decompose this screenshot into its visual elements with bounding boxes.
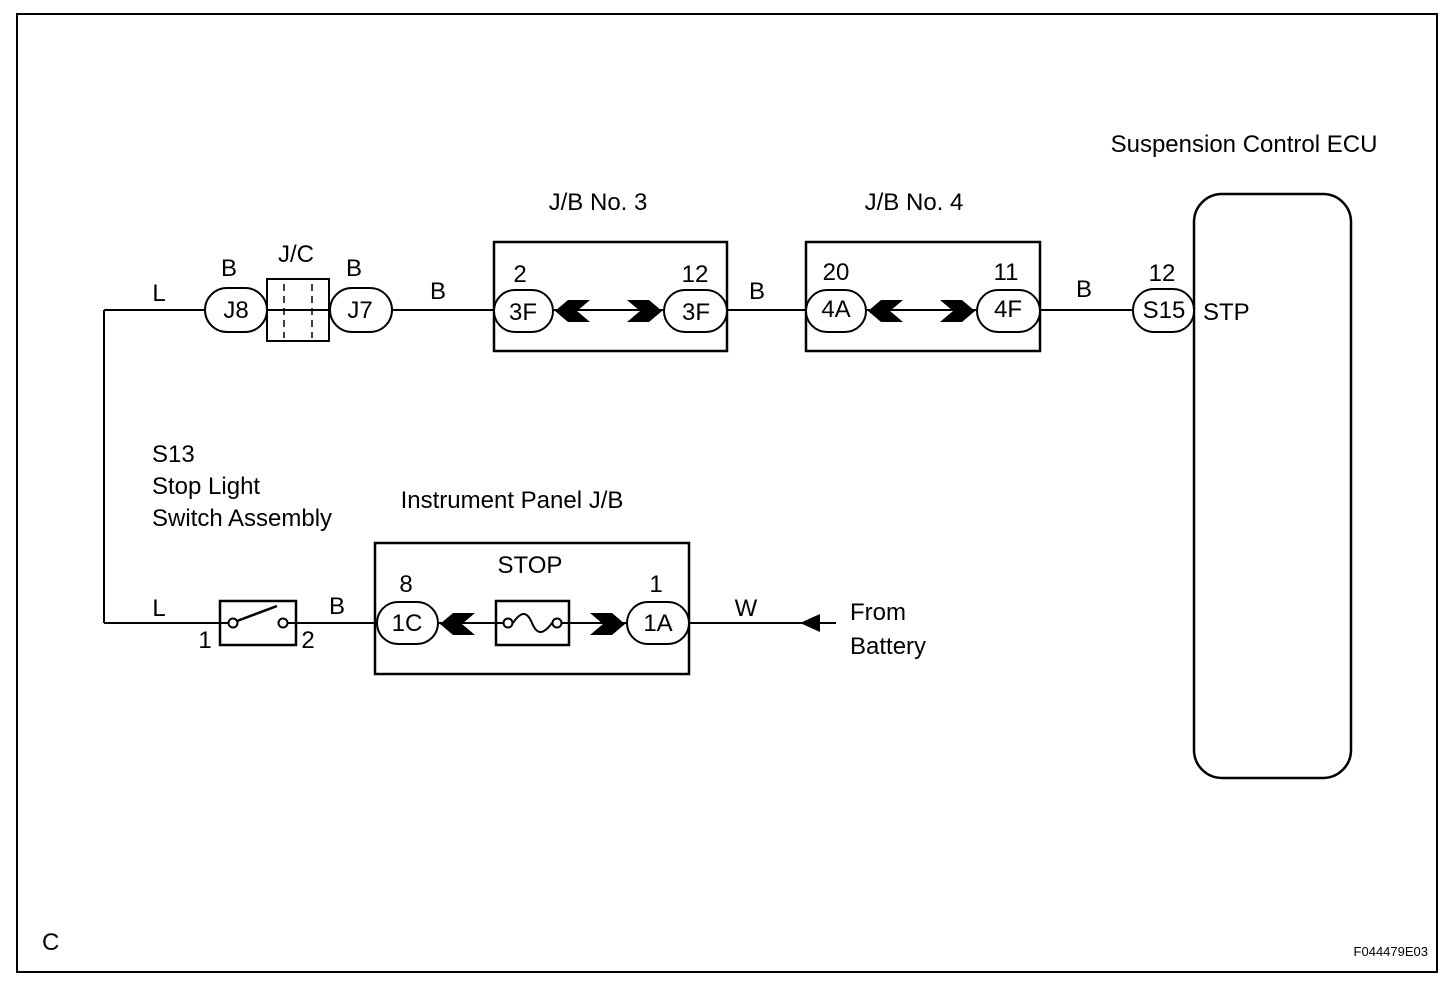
jb3-left-connector-label: 3F — [509, 299, 537, 326]
jb3-left-pin: 2 — [513, 261, 526, 288]
battery-label-line1: From — [850, 599, 906, 626]
jb3-right-pin: 12 — [682, 261, 709, 288]
switch-contact-right — [277, 617, 289, 629]
switch-name-line2: Switch Assembly — [152, 505, 332, 532]
wire-color-switch-l: L — [152, 595, 165, 622]
connector-3f-right — [663, 289, 728, 333]
jb4-left-arrow — [868, 300, 903, 322]
connector-1a — [626, 601, 690, 645]
battery-label-line2: Battery — [850, 633, 926, 660]
jb3-right-connector-label: 3F — [682, 299, 710, 326]
wire-color-jb3-jb4: B — [749, 278, 765, 305]
ecu-terminal: STP — [1203, 299, 1250, 326]
jb4-right-arrow — [940, 300, 975, 322]
wire-color-top-l: L — [152, 280, 165, 307]
top-wiring — [103, 309, 1133, 623]
jc-right-wire-color: B — [346, 255, 362, 282]
battery-feed: From Battery — [800, 599, 926, 660]
fuse-terminal-right — [551, 617, 563, 629]
wire-color-jc-jb3: B — [430, 278, 446, 305]
jb4-box — [804, 240, 1042, 353]
connector-j7-label: J7 — [347, 297, 372, 324]
jb4-left-connector-label: 4A — [821, 296, 850, 323]
connector-j8 — [204, 287, 268, 333]
junction-block-4: J/B No. 4 4A 4F 20 11 — [804, 189, 1042, 353]
junction-block-3: J/B No. 3 3F 3F 2 12 — [492, 189, 729, 353]
fuse-element — [512, 613, 553, 633]
jb4-left-pin: 20 — [823, 259, 850, 286]
connector-j7 — [329, 287, 393, 333]
ipjb-left-pin: 8 — [399, 571, 412, 598]
battery-arrow — [800, 614, 820, 632]
jb3-right-arrow — [627, 300, 662, 322]
figure-code: F044479E03 — [1354, 944, 1428, 959]
suspension-control-ecu: Suspension Control ECU S15 12 STP — [1111, 131, 1378, 780]
junction-connector: J8 J7 J/C B B — [204, 241, 393, 342]
connector-4f — [976, 289, 1041, 333]
connector-3f-left — [493, 289, 554, 333]
jb4-title: J/B No. 4 — [865, 189, 964, 216]
wire-color-battery: W — [735, 595, 758, 622]
corner-letter: C — [42, 929, 59, 956]
jb4-right-connector-label: 4F — [994, 296, 1022, 323]
ecu-pin: 12 — [1149, 260, 1176, 287]
instrument-panel-jb: Instrument Panel J/B STOP 1C 1A 8 1 — [373, 487, 691, 676]
wire-color-jb4-ecu: B — [1076, 276, 1092, 303]
ipjb-left-connector-label: 1C — [392, 610, 423, 637]
switch-blade — [236, 604, 278, 623]
wire-color-switch-ipjb: B — [329, 593, 345, 620]
switch-name-line1: Stop Light — [152, 473, 260, 500]
switch-contact-left — [227, 617, 239, 629]
connector-s15 — [1132, 288, 1195, 333]
ecu-box — [1192, 192, 1353, 780]
jb4-right-pin: 11 — [994, 259, 1019, 286]
jb3-box — [492, 240, 729, 353]
connector-j8-label: J8 — [223, 297, 248, 324]
jb3-title: J/B No. 3 — [549, 189, 648, 216]
diagram-frame — [16, 13, 1438, 973]
ecu-title: Suspension Control ECU — [1111, 131, 1378, 158]
stop-light-switch: S13 Stop Light Switch Assembly 1 2 — [152, 441, 332, 654]
ipjb-right-connector-label: 1A — [643, 610, 672, 637]
switch-pin-right: 2 — [301, 627, 314, 654]
ipjb-fuse-name: STOP — [498, 552, 563, 579]
ipjb-box — [373, 541, 691, 676]
jc-left-wire-color: B — [221, 255, 237, 282]
ipjb-title: Instrument Panel J/B — [401, 487, 624, 514]
connector-4a — [805, 289, 867, 333]
ecu-connector-label: S15 — [1143, 297, 1186, 324]
ipjb-right-pin: 1 — [649, 571, 662, 598]
jc-title: J/C — [278, 241, 314, 268]
connector-1c — [376, 601, 439, 645]
switch-code: S13 — [152, 441, 195, 468]
jb3-left-arrow — [555, 300, 590, 322]
fuse-terminal-left — [502, 617, 514, 629]
switch-pin-left: 1 — [198, 627, 211, 654]
ipjb-right-arrow — [590, 613, 625, 635]
ipjb-left-arrow — [440, 613, 475, 635]
